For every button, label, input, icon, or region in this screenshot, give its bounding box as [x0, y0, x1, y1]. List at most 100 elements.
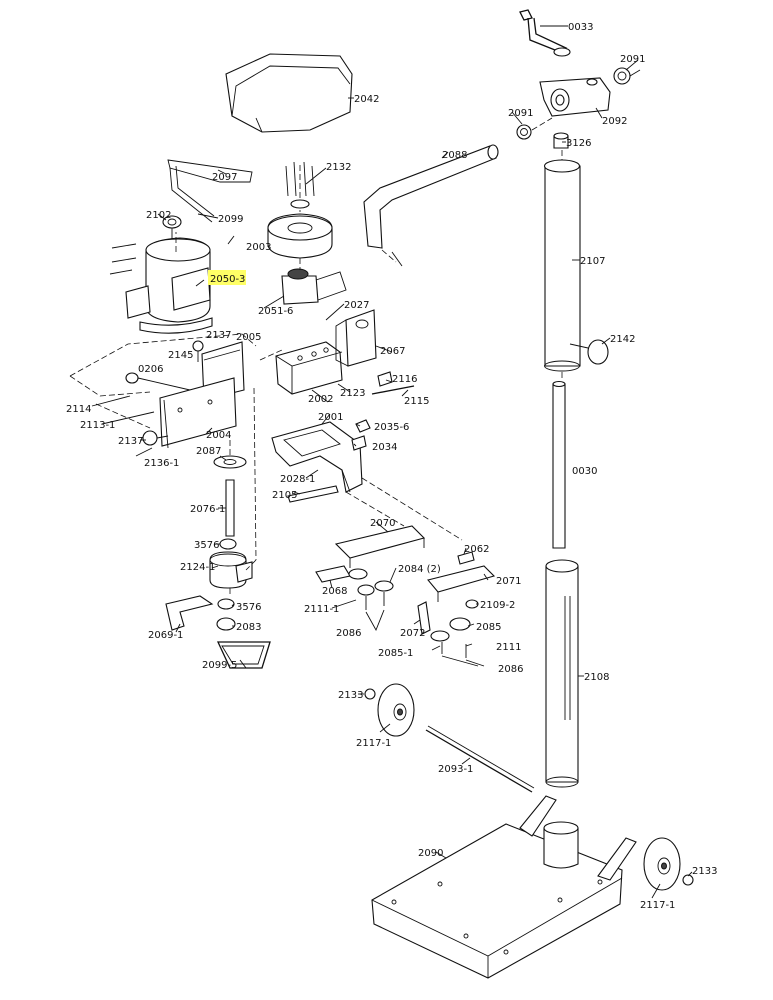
- screw-2137-top: [192, 340, 204, 362]
- part-2068: [315, 565, 351, 583]
- label-2116: 2116: [392, 374, 417, 385]
- label-2145: 2145: [168, 350, 193, 361]
- screws-2086-right: [441, 642, 467, 658]
- bracket-2072: [417, 601, 431, 635]
- label-2142: 2142: [610, 334, 635, 345]
- spacer-0206: [125, 372, 191, 391]
- rod-2115: [371, 385, 415, 395]
- housing-2124-1: [209, 551, 253, 589]
- label-2102: 2102: [146, 210, 171, 221]
- label-3576-bottom: 3576: [236, 602, 261, 613]
- bearing-3576-bottom: [217, 598, 235, 610]
- cap-2133-left: [364, 688, 376, 700]
- label-2050-3-highlighted: 2050-3: [210, 274, 245, 285]
- frame-2001: [271, 421, 363, 493]
- pulley-2085: [430, 617, 471, 642]
- label-2137-bottom: 2137: [118, 436, 143, 447]
- belt-2097: [167, 159, 253, 223]
- part-labels: 0033 2091 2091 2092 3126 2042 2088 2132 …: [66, 22, 717, 911]
- label-2085-1: 2085-1: [378, 648, 413, 659]
- bracket-base-left: [519, 795, 557, 837]
- label-2097: 2097: [212, 172, 237, 183]
- plate-2004: [159, 377, 237, 449]
- label-2117-1-right: 2117-1: [640, 900, 675, 911]
- part-2062: [457, 551, 475, 565]
- column-2108: [545, 559, 579, 788]
- label-2111: 2111: [496, 642, 521, 653]
- label-2133-left: 2133: [338, 690, 363, 701]
- label-2069-1: 2069-1: [148, 630, 183, 641]
- label-2111-1: 2111-1: [304, 604, 339, 615]
- label-2002: 2002: [308, 394, 333, 405]
- highlight-box: [208, 270, 246, 285]
- crank-handle-0033: [519, 9, 571, 57]
- label-0206: 0206: [138, 364, 163, 375]
- label-2084: 2084 (2): [398, 564, 441, 575]
- pole-head-2092: [539, 77, 611, 117]
- clip-2035-6: [355, 419, 371, 433]
- label-2087: 2087: [196, 446, 221, 457]
- pulley-2003: [267, 161, 333, 259]
- ring-2091-left: [516, 117, 553, 140]
- pulley-2087: [213, 455, 247, 469]
- pulleys-2084: [348, 568, 394, 596]
- column-2107: [543, 159, 581, 372]
- label-2091-left: 2091: [508, 108, 533, 119]
- label-2042: 2042: [354, 94, 379, 105]
- label-2086-left: 2086: [336, 628, 361, 639]
- lever-2105: [287, 485, 339, 503]
- label-2067: 2067: [380, 346, 405, 357]
- shaft-0030: [552, 380, 566, 549]
- label-2086-right: 2086: [498, 664, 523, 675]
- label-0030: 0030: [572, 466, 597, 477]
- wheel-2117-1-right: [643, 837, 681, 891]
- bracket-2069-1: [165, 595, 214, 631]
- label-2034: 2034: [372, 442, 397, 453]
- label-2099: 2099: [218, 214, 243, 225]
- label-2071: 2071: [496, 576, 521, 587]
- wheel-2117-1-left: [377, 683, 415, 737]
- screws-2086-left: [365, 592, 385, 610]
- label-2035-6: 2035-6: [374, 422, 409, 433]
- knob-2137-bottom: [142, 430, 169, 446]
- label-3576-top: 3576: [194, 540, 219, 551]
- label-2114: 2114: [66, 404, 91, 415]
- plate-2071: [427, 565, 496, 602]
- label-2068: 2068: [322, 586, 347, 597]
- plate-2070: [334, 525, 426, 568]
- label-2062: 2062: [464, 544, 489, 555]
- label-2076-1: 2076-1: [190, 504, 225, 515]
- label-2005: 2005: [236, 332, 261, 343]
- bracket-2067: [335, 309, 377, 367]
- label-2117-1-left: 2117-1: [356, 738, 391, 749]
- label-2115: 2115: [404, 396, 429, 407]
- label-2124-1: 2124-1: [180, 562, 215, 573]
- shaft-2076-1: [225, 479, 235, 537]
- knob-2142: [569, 339, 609, 365]
- belt-2099-5: [216, 641, 271, 669]
- socket-base: [543, 821, 579, 869]
- label-2085: 2085: [476, 622, 501, 633]
- label-2105: 2105: [272, 490, 297, 501]
- label-2093-1: 2093-1: [438, 764, 473, 775]
- bearing-3576-top: [219, 538, 237, 550]
- leader-lines: [91, 25, 693, 899]
- cap-2133-right: [682, 874, 694, 886]
- label-2028-1: 2028-1: [280, 474, 315, 485]
- label-2132: 2132: [326, 162, 351, 173]
- label-2088: 2088: [442, 150, 467, 161]
- label-2091-right: 2091: [620, 54, 645, 65]
- label-2083: 2083: [236, 622, 261, 633]
- label-3126: 3126: [566, 138, 591, 149]
- part-2034: [351, 435, 367, 451]
- label-2133-right: 2133: [692, 866, 717, 877]
- pulley-2102: [162, 215, 182, 240]
- label-2107: 2107: [580, 256, 605, 267]
- label-2099-5: 2099-5: [202, 660, 237, 671]
- label-2051-6: 2051-6: [258, 306, 293, 317]
- handle-bar-2088: [363, 144, 499, 267]
- ring-2091-right: [613, 67, 641, 85]
- part-2116: [377, 371, 393, 387]
- base-plate-2090: [371, 823, 623, 979]
